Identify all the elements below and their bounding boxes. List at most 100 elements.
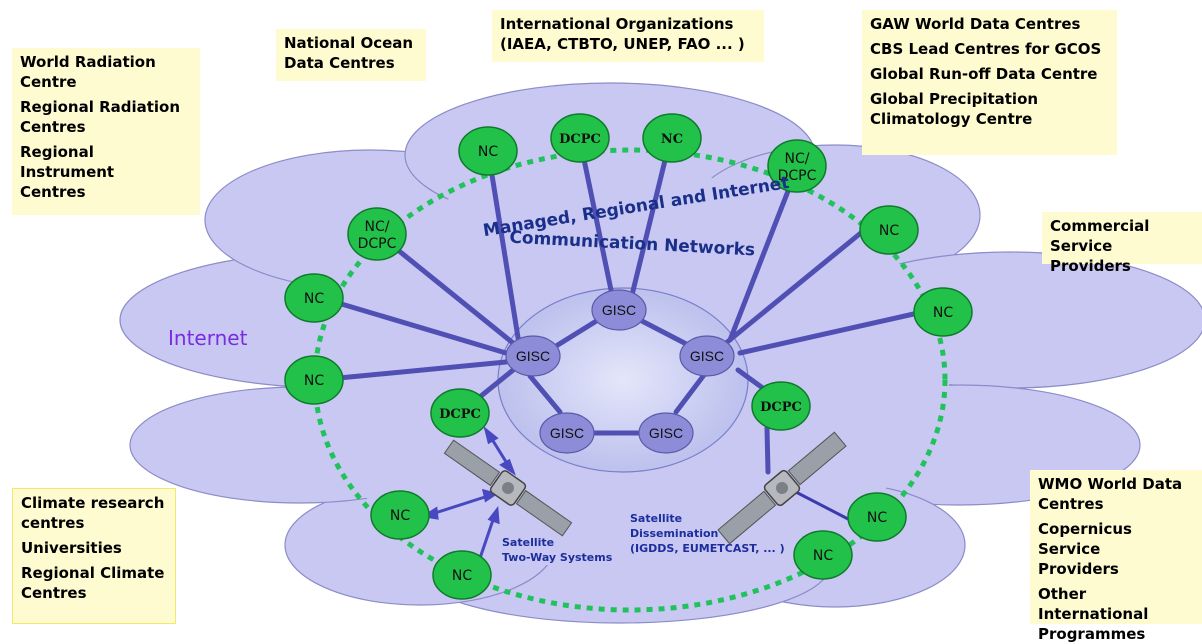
node-label: NC (813, 548, 833, 564)
link (727, 165, 800, 343)
gisc-node-right: GISC (679, 335, 735, 377)
box-entry: Regional Climate Centres (21, 564, 165, 602)
box-entry: Other International Programmes (1038, 585, 1149, 643)
link (527, 373, 563, 415)
arrow (431, 494, 489, 516)
network-ring (312, 147, 948, 613)
wmo-data-centres-box: WMO World Data Centres Copernicus Servic… (1030, 470, 1202, 643)
box-entry: Regional Instrument Centres (20, 143, 115, 201)
link (375, 231, 521, 350)
climate-research-box: Climate research centres Universities Re… (12, 488, 176, 624)
nc-node (284, 355, 344, 405)
nc-dcpc-node (347, 207, 407, 261)
box-entry: Climate research centres (21, 494, 165, 532)
node-label: NC (304, 291, 324, 307)
link (637, 317, 697, 351)
link (629, 137, 673, 298)
link (764, 425, 771, 475)
box-entry: Commercial Service Providers (1050, 217, 1150, 275)
gisc-nodes: GISC GISC GISC GISC GISC (505, 289, 735, 454)
gisc-node-bottom-right: GISC (638, 412, 694, 454)
box-entry: Global Precipitation Climatology Centre (870, 90, 1039, 128)
node-label: NC (867, 510, 887, 526)
node-label: NC/ (365, 219, 390, 235)
node-label: NC (390, 508, 410, 524)
gisc-node-bottom-left: GISC (539, 412, 595, 454)
centre-nodes (284, 113, 973, 600)
satellite-dish (776, 482, 788, 494)
satellite-two-way-label: Two-Way Systems (502, 551, 613, 564)
node-label: DCPC (559, 132, 601, 147)
commercial-providers-box: Commercial Service Providers (1042, 212, 1202, 275)
link (577, 137, 614, 293)
dcpc-node (751, 381, 811, 431)
solar-panel (515, 489, 573, 537)
box-entry: Global Run-off Data Centre (870, 65, 1098, 83)
radiation-centres-box: World Radiation Centre Regional Radiatio… (12, 48, 200, 215)
nc-node (793, 530, 853, 580)
satellite-dissemination-label: (IGDDS, EUMETCAST, ... ) (630, 542, 785, 555)
solar-panel (717, 490, 777, 545)
dcpc-node (550, 113, 610, 163)
node-label: NC (304, 373, 324, 389)
ocean-data-centres-box: National Ocean Data Centres (276, 29, 426, 81)
nc-node (847, 492, 907, 542)
link (673, 372, 707, 415)
satellite-dish (502, 482, 514, 494)
box-entry: CBS Lead Centres for GCOS (870, 40, 1102, 58)
solar-panel (443, 439, 501, 487)
gisc-label: GISC (690, 348, 724, 364)
box-entry: International Organizations (IAEA, CTBTO… (500, 15, 745, 53)
link (315, 359, 509, 383)
gts-network-diagram: GISC GISC GISC GISC GISC (119, 82, 1202, 624)
box-entry: World Radiation Centre (20, 53, 156, 91)
centre-node-labels: NC DCPC NC NC/ DCPC NC/ DCPC NC NC NC NC… (304, 132, 953, 584)
node-label: NC (478, 144, 498, 160)
gisc-node-left: GISC (505, 335, 561, 377)
gisc-label: GISC (550, 425, 584, 441)
gaw-data-centres-box: GAW World Data Centres CBS Lead Centres … (862, 10, 1117, 155)
satellite-dissemination-label: Satellite (630, 512, 682, 525)
nc-node (284, 273, 344, 323)
dissemination-beam (791, 488, 851, 522)
satellite-two-way-label: Satellite (502, 536, 554, 549)
nc-node (859, 205, 919, 255)
arrow-head (483, 426, 499, 445)
nc-node (370, 490, 430, 540)
satellite-icon-two-way (443, 439, 573, 537)
satellite-icon-dissemination (717, 431, 847, 545)
nc-node (432, 550, 492, 600)
gisc-node-top: GISC (591, 289, 647, 331)
link (737, 310, 921, 356)
gisc-label: GISC (649, 425, 683, 441)
nc-node (458, 126, 518, 176)
satellite-dissemination-label: Dissemination (630, 527, 718, 540)
node-label: DCPC (358, 236, 397, 252)
link (485, 147, 523, 353)
arrow-head (499, 458, 516, 476)
box-entry: GAW World Data Centres (870, 15, 1081, 33)
node-label: NC (933, 305, 953, 321)
node-label: NC (661, 132, 683, 147)
nc-node (642, 113, 702, 163)
node-label: DCPC (439, 407, 481, 422)
node-label: DCPC (778, 168, 817, 184)
box-entry: WMO World Data Centres (1038, 475, 1183, 513)
box-entry: Regional Radiation Centres (20, 98, 181, 136)
node-label: DCPC (760, 400, 802, 415)
box-entry: Copernicus Service Providers (1038, 520, 1132, 578)
nc-dcpc-node (767, 139, 827, 193)
link (315, 294, 509, 356)
gisc-label: GISC (516, 348, 550, 364)
dcpc-node (430, 388, 490, 438)
node-label: NC/ (785, 151, 810, 167)
international-organizations-box: International Organizations (IAEA, CTBTO… (492, 10, 764, 62)
nc-node (913, 287, 973, 337)
arrow-head (487, 506, 500, 525)
internet-label: Internet (168, 326, 248, 350)
box-entry: Universities (21, 539, 122, 557)
solar-panel (787, 431, 847, 486)
gisc-label: GISC (602, 302, 636, 318)
node-label: NC (879, 223, 899, 239)
link (723, 229, 865, 346)
